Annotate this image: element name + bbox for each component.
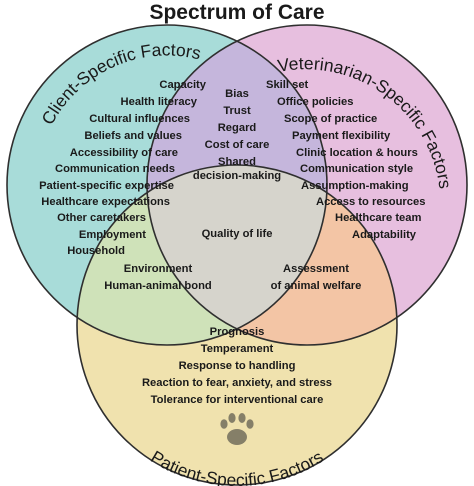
client-item: Healthcare expectations <box>41 196 170 208</box>
diagram-title: Spectrum of Care <box>149 1 325 24</box>
client-patient-item: Human-animal bond <box>104 280 212 292</box>
client-item: Beliefs and values <box>84 130 182 142</box>
client-vet-item: Bias <box>225 88 249 100</box>
veterinarian-item: Healthcare team <box>335 212 421 224</box>
patient-item: Response to handling <box>179 360 296 372</box>
client-item: Other caretakers <box>57 212 146 224</box>
veterinarian-item: Scope of practice <box>284 113 377 125</box>
veterinarian-item: Adaptability <box>352 229 417 241</box>
client-item: Patient-specific expertise <box>39 180 174 192</box>
veterinarian-item: Assumption-making <box>301 180 409 192</box>
client-circle-outline <box>6 24 328 346</box>
client-item: Employment <box>79 229 146 241</box>
client-vet-item: Shared <box>218 156 256 168</box>
patient-item: Tolerance for interventional care <box>151 394 324 406</box>
vet-patient-item: Assessment <box>283 263 349 275</box>
veterinarian-item: Access to resources <box>316 196 425 208</box>
client-vet-item: Cost of care <box>205 139 270 151</box>
client-vet-item: Regard <box>218 122 257 134</box>
patient-circle-outline <box>76 164 398 486</box>
center-item: Quality of life <box>202 228 273 240</box>
patient-item: Prognosis <box>210 326 265 338</box>
veterinarian-item: Office policies <box>277 96 353 108</box>
patient-item: Temperament <box>201 343 274 355</box>
client-patient-item: Environment <box>124 263 193 275</box>
client-item: Accessibility of care <box>70 147 178 159</box>
client-item: Household <box>67 245 125 257</box>
veterinarian-item: Payment flexibility <box>292 130 391 142</box>
client-item: Health literacy <box>121 96 198 108</box>
client-item: Capacity <box>159 79 206 91</box>
client-vet-item: Trust <box>223 105 251 117</box>
veterinarian-item: Communication style <box>300 163 413 175</box>
vet-patient-item: of animal welfare <box>271 280 362 292</box>
client-item: Communication needs <box>55 163 175 175</box>
client-vet-item: decision-making <box>193 170 281 182</box>
paw-print-icon <box>220 413 254 445</box>
veterinarian-item: Skill set <box>266 79 309 91</box>
client-item: Cultural influences <box>89 113 190 125</box>
patient-item: Reaction to fear, anxiety, and stress <box>142 377 332 389</box>
veterinarian-item: Clinic location & hours <box>296 147 418 159</box>
veterinarian-circle-outline <box>146 24 468 346</box>
